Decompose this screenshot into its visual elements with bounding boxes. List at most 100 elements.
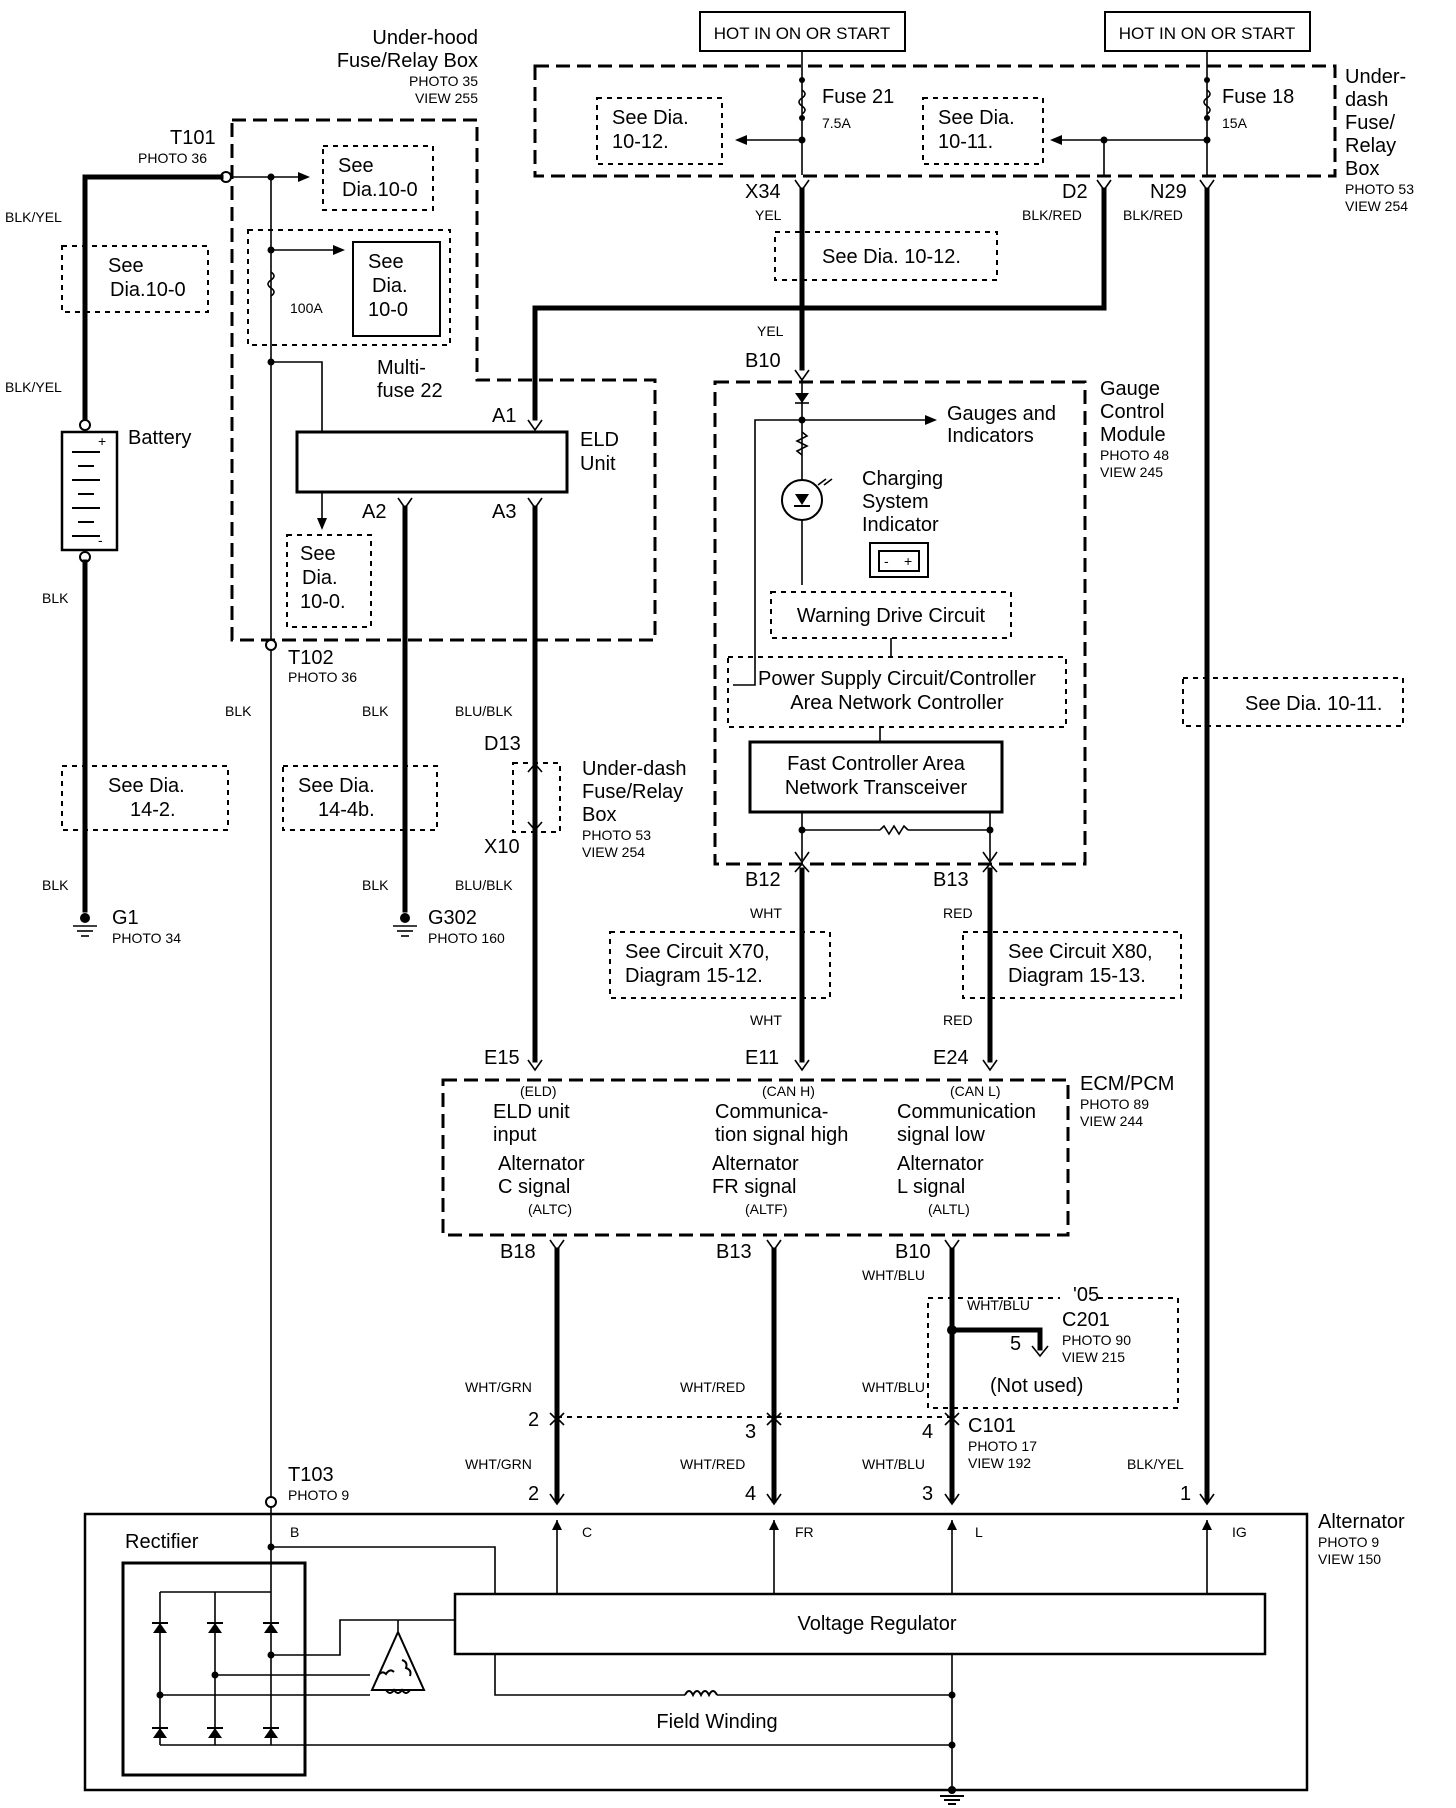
terminal-b13: B13: [716, 1241, 752, 1263]
wire-color-wht-blu: WHT/BLU: [862, 1456, 925, 1472]
view-ref: VIEW 254: [582, 844, 645, 860]
wire-color-yel: YEL: [757, 323, 784, 339]
wire-color-blk-red: BLK/RED: [1022, 207, 1082, 223]
see-dia-text: See Circuit X70,: [625, 941, 770, 963]
alternator-b-label: B: [290, 1524, 299, 1540]
ecm-col-can-h: (CAN H) Communica- tion signal high Alte…: [712, 1083, 848, 1217]
see-circuit-x80: See Circuit X80, Diagram 15-13.: [962, 929, 1182, 1001]
multifuse-name: Multi-: [377, 357, 426, 379]
battery-icon: + -: [60, 430, 119, 552]
label-line: Box: [582, 804, 616, 826]
pin-desc: signal low: [897, 1124, 985, 1146]
label-line: Fuse/Relay: [582, 781, 683, 803]
terminal-b13: B13: [933, 869, 969, 891]
c101-pin: 4: [922, 1421, 933, 1443]
multifuse-icon: [267, 271, 275, 297]
wire-color-blu-blk: BLU/BLK: [455, 877, 513, 893]
underdash-fuse-box-top-label: Under- dash Fuse/ Relay Box PHOTO 53 VIE…: [1345, 66, 1414, 214]
photo-ref: PHOTO 90: [1062, 1332, 1131, 1348]
wire-color-blk: BLK: [362, 877, 389, 893]
resistor-icon: [795, 431, 809, 456]
terminal-a1: A1: [492, 405, 516, 427]
see-dia-text: See: [108, 255, 144, 277]
wire-color-blk-red: BLK/RED: [1123, 207, 1183, 223]
terminal-d2: D2: [1062, 181, 1088, 203]
wire-color-wht: WHT: [750, 905, 782, 921]
alternator-fr-label: FR: [795, 1524, 814, 1540]
c101-pin: 2: [528, 1409, 539, 1431]
see-dia-10-0-d: See Dia. 10-0.: [286, 534, 372, 628]
alternator-pin: 4: [745, 1483, 756, 1505]
wire-color-blk-yel: BLK/YEL: [5, 209, 62, 225]
pin-desc: Alternator: [712, 1153, 799, 1175]
terminal-n29: N29: [1150, 181, 1187, 203]
rectifier-label: Rectifier: [125, 1531, 199, 1553]
terminal-t102-marker: [265, 639, 277, 651]
see-dia-text: 14-2.: [130, 799, 176, 821]
see-dia-text: See Circuit X80,: [1008, 941, 1153, 963]
fuse-18-icon: [1203, 89, 1211, 115]
c201-name: C201: [1062, 1309, 1110, 1331]
terminal-t101: T101: [170, 127, 216, 149]
fuse-18-name: Fuse 18: [1222, 86, 1294, 108]
gauges-label: Indicators: [947, 425, 1034, 447]
see-dia-text: Dia.: [372, 275, 408, 297]
power-supply-label: Power Supply Circuit/Controller: [758, 668, 1036, 690]
view-ref: VIEW 245: [1100, 464, 1163, 480]
battery-label: Battery: [128, 427, 191, 449]
see-dia-text: See Dia. 10-11.: [1245, 693, 1383, 715]
label-line: dash: [1345, 89, 1388, 111]
see-dia-text: 10-0.: [300, 591, 346, 613]
see-dia-14-4b: See Dia. 14-4b.: [282, 763, 438, 833]
photo-ref: PHOTO 53: [582, 827, 651, 843]
label-line: Module: [1100, 424, 1166, 446]
eld-unit-label: ELD: [580, 429, 619, 451]
charging-label: Indicator: [862, 514, 939, 536]
battery-warning-icon: - +: [869, 542, 929, 578]
pin-code: (ALTF): [745, 1201, 788, 1217]
see-dia-text: 10-11.: [938, 131, 993, 153]
ecm-pcm-label: ECM/PCM PHOTO 89 VIEW 244: [1080, 1073, 1174, 1129]
wire-color-blk-yel: BLK/YEL: [1127, 1456, 1184, 1472]
pin-code: (ALTL): [928, 1201, 970, 1217]
see-dia-text: Dia.10-0: [342, 179, 418, 201]
see-dia-10-0-a: See Dia.10-0: [322, 145, 434, 211]
see-circuit-x70: See Circuit X70, Diagram 15-12.: [609, 929, 831, 1001]
underhood-fuse-box: [230, 118, 657, 642]
photo-ref: PHOTO 160: [428, 930, 505, 946]
fast-can-transceiver: [748, 740, 1004, 814]
battery-plus-icon: +: [904, 553, 912, 569]
wire-color-wht-red: WHT/RED: [680, 1379, 745, 1395]
alternator-pin: 3: [922, 1483, 933, 1505]
terminal-d13: D13: [484, 733, 521, 755]
label-line: Gauge: [1100, 378, 1160, 400]
wire-color-blk: BLK: [362, 703, 389, 719]
photo-ref: PHOTO 36: [288, 669, 357, 685]
see-dia-text: 10-12.: [612, 131, 669, 153]
photo-ref: PHOTO 9: [1318, 1534, 1379, 1550]
c201-pin: 5: [1010, 1333, 1021, 1355]
wire-color-wht-red: WHT/RED: [680, 1456, 745, 1472]
see-dia-text: Dia.: [302, 567, 338, 589]
power-supply-can-controller: [727, 656, 1067, 728]
terminal-x10: X10: [484, 836, 520, 858]
terminal-b12: B12: [745, 869, 781, 891]
field-winding-label: Field Winding: [656, 1711, 777, 1733]
see-dia-text: See: [368, 251, 404, 273]
terminal-a2: A2: [362, 501, 386, 523]
photo-ref: PHOTO 89: [1080, 1096, 1149, 1112]
photo-ref: PHOTO 36: [138, 150, 207, 166]
gauges-label: Gauges and: [947, 403, 1056, 425]
photo-ref: PHOTO 34: [112, 930, 181, 946]
label-line: Under-dash: [582, 758, 687, 780]
see-dia-10-0-c: See Dia. 10-0: [352, 241, 441, 337]
see-dia-text: Diagram 15-12.: [625, 965, 763, 987]
view-ref: VIEW 150: [1318, 1551, 1381, 1567]
ground-g1-icon: [73, 913, 97, 937]
warning-drive-circuit: [770, 591, 1012, 639]
wire-color-wht-blu: WHT/BLU: [862, 1379, 925, 1395]
label-line: Under-: [1345, 66, 1406, 88]
label-line: Control: [1100, 401, 1164, 423]
underdash-fuse-box-mid-label: Under-dash Fuse/Relay Box PHOTO 53 VIEW …: [582, 758, 687, 860]
wire-color-wht-blu: WHT/BLU: [967, 1297, 1030, 1313]
